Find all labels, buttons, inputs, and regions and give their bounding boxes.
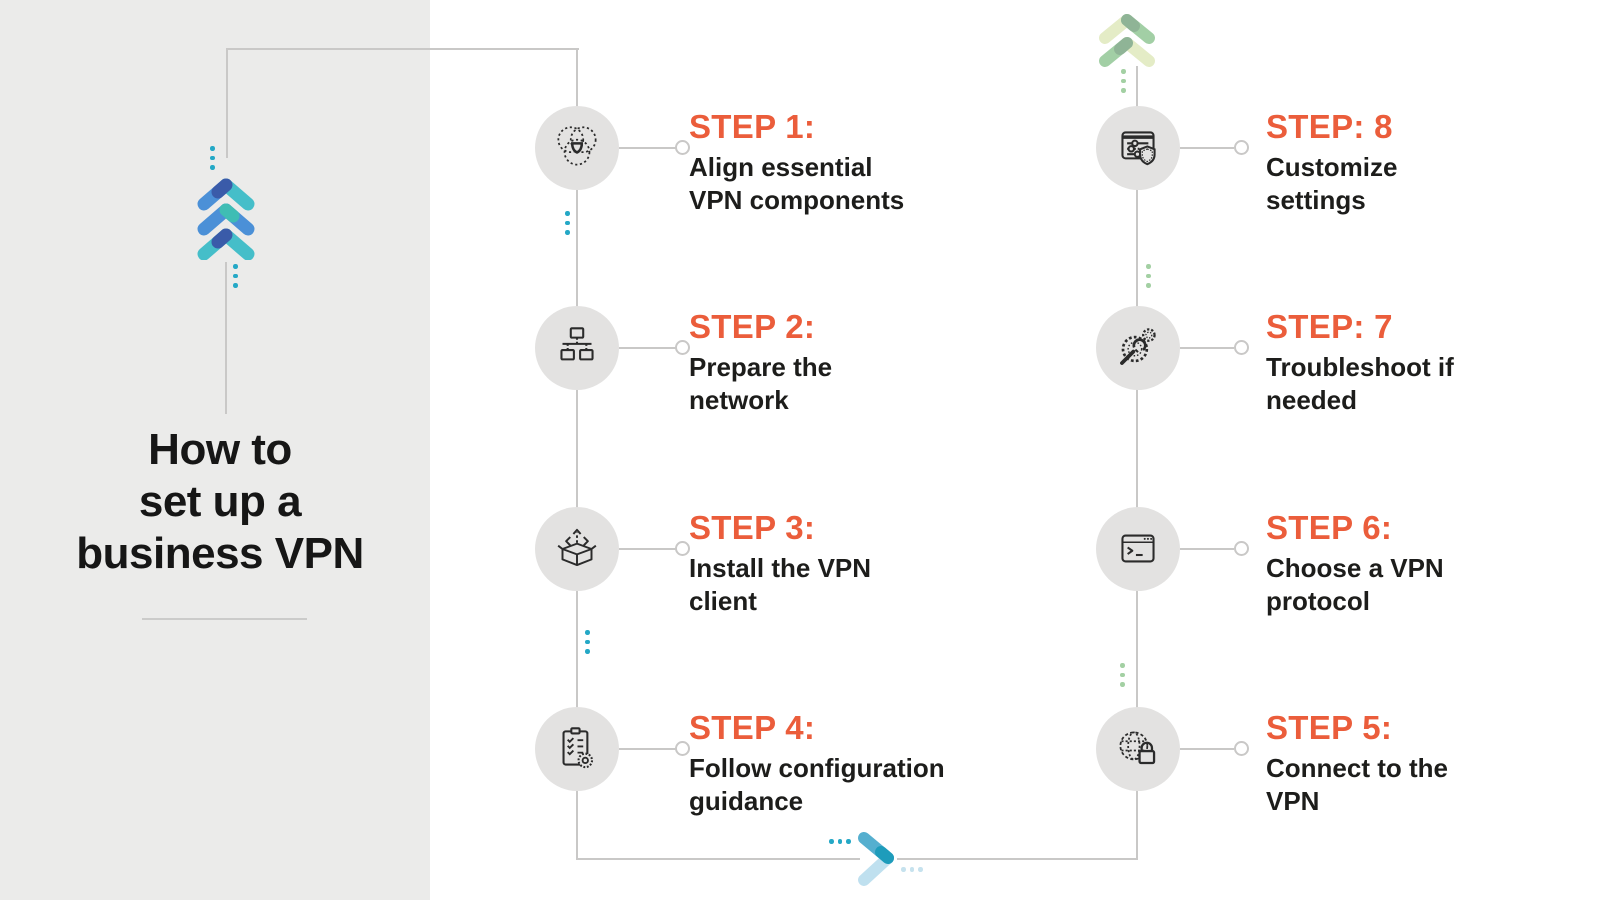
triple-chevron-up-logo-icon <box>197 178 255 260</box>
dots-below-green-logo <box>1121 69 1126 93</box>
title-underline <box>142 618 307 620</box>
settings-shield-icon <box>1121 131 1156 166</box>
connector-bottom-horizontal-left <box>576 858 860 860</box>
dots-below-left-logo <box>233 264 238 288</box>
dots-bottom-left-of-chevron <box>829 839 851 844</box>
terminal-icon <box>1121 534 1155 563</box>
step-3-tick-line <box>619 548 676 550</box>
step-5-tick-line <box>1180 748 1234 750</box>
step-3-icon-circle <box>535 507 619 591</box>
title-line-2: set up a <box>138 477 302 526</box>
step-7-ring <box>1234 340 1249 355</box>
side-panel <box>0 0 430 900</box>
step-2-label: STEP 2: <box>689 308 816 345</box>
dots-between-step8-step7 <box>1146 264 1151 288</box>
step-5-label: STEP 5: <box>1266 709 1393 746</box>
step-8-tick-line <box>1180 147 1234 149</box>
globe-lock-icon <box>1119 731 1156 765</box>
connector-left-column-vertical <box>576 48 578 860</box>
dots-above-left-logo <box>210 146 215 170</box>
step-1-tick-line <box>619 147 676 149</box>
step-5-icon-circle <box>1096 707 1180 791</box>
dots-between-step3-step4 <box>585 630 590 654</box>
step-7-label: STEP: 7 <box>1266 308 1393 345</box>
install-box-icon <box>557 528 597 567</box>
step-3-ring <box>675 541 690 556</box>
step-6-ring <box>1234 541 1249 556</box>
title-line-1: How to <box>148 425 292 474</box>
step-7-tick-line <box>1180 347 1234 349</box>
dots-between-step1-step2 <box>565 211 570 235</box>
step-1-icon-circle <box>535 106 619 190</box>
step-2-tick-line <box>619 347 676 349</box>
connector-bottom-horizontal-right <box>897 858 1138 860</box>
step-5-ring <box>1234 741 1249 756</box>
connector-right-column-vertical <box>1136 66 1138 860</box>
step-7-icon-circle <box>1096 306 1180 390</box>
title-line-3: business VPN <box>76 529 364 578</box>
connector-panel-vertical-upper <box>226 48 228 158</box>
checklist-gear-icon <box>562 727 594 769</box>
connector-top-horizontal <box>226 48 579 50</box>
step-6-icon-circle <box>1096 507 1180 591</box>
page-title: How to set up a business VPN <box>20 424 420 580</box>
dots-bottom-right-of-chevron <box>901 867 923 872</box>
step-6-label: STEP 6: <box>1266 509 1393 546</box>
step-2-icon-circle <box>535 306 619 390</box>
step-4-ring <box>675 741 690 756</box>
step-4-icon-circle <box>535 707 619 791</box>
step-1-ring <box>675 140 690 155</box>
step-6-tick-line <box>1180 548 1234 550</box>
step-1-label: STEP 1: <box>689 108 816 145</box>
step-8-icon-circle <box>1096 106 1180 190</box>
double-chevron-up-green-logo-icon <box>1099 14 1155 67</box>
network-topology-icon <box>560 327 594 361</box>
wrench-gears-icon <box>1120 328 1156 365</box>
step-2-ring <box>675 340 690 355</box>
dots-between-step6-step5 <box>1120 663 1125 687</box>
step-4-label: STEP 4: <box>689 709 816 746</box>
step-8-label: STEP: 8 <box>1266 108 1393 145</box>
connector-panel-vertical-lower <box>225 262 227 414</box>
step-3-label: STEP 3: <box>689 509 816 546</box>
chevron-right-blue-logo-icon <box>858 832 894 886</box>
step-8-ring <box>1234 140 1249 155</box>
step-4-tick-line <box>619 748 676 750</box>
venn-diagram-icon <box>557 126 597 166</box>
